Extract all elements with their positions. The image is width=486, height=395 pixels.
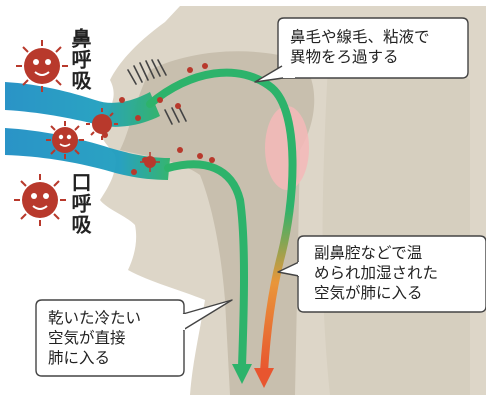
- callout-line: 空気が肺に入る: [314, 284, 423, 302]
- callout-filter-pointer: [254, 65, 291, 83]
- germ-icon: [16, 40, 68, 92]
- germ-icon: [140, 152, 160, 172]
- mouth-breathing-label: 口呼吸: [68, 172, 92, 235]
- sinus-icon: [265, 106, 309, 190]
- callout-humidify-pointer: [277, 261, 300, 277]
- callout-line: められ加湿された: [314, 264, 439, 282]
- skull-shading: [322, 30, 470, 395]
- callout-filter-box: [277, 17, 469, 79]
- nose-stream: [5, 82, 160, 127]
- callout-dry-box: [35, 299, 185, 377]
- nose-breathing-label: 鼻呼吸: [68, 28, 92, 91]
- nose-hair-icon: [127, 59, 187, 125]
- germ-icon: [46, 121, 84, 159]
- callout-humidify-text: 副鼻腔などで温 められ加湿された 空気が肺に入る: [314, 243, 438, 303]
- germ-icon: [86, 108, 118, 140]
- nasal-cavity: [120, 51, 315, 395]
- callout-line: 乾いた冷たい: [48, 309, 142, 327]
- callout-filter-text: 鼻毛や線毛、粘液で 異物をろ過する: [290, 27, 430, 67]
- callout-line: 肺に入る: [48, 349, 111, 367]
- callout-line: 空気が直接: [48, 329, 126, 347]
- callout-line: 鼻毛や線毛、粘液で: [290, 28, 430, 46]
- callout-humidify-box: [297, 235, 486, 313]
- mouth-flow-path: [164, 160, 248, 370]
- callout-dry-pointer: [182, 299, 233, 331]
- callout-line: 異物をろ過する: [290, 48, 399, 66]
- nose-flow-path: [146, 68, 297, 376]
- flow-arrow-icon: [254, 368, 274, 388]
- callout-dry-text: 乾いた冷たい 空気が直接 肺に入る: [48, 308, 141, 368]
- particles: [102, 63, 215, 175]
- callout-line: 副鼻腔などで温: [314, 244, 423, 262]
- flow-arrow-icon: [232, 364, 252, 384]
- germ-icon: [14, 174, 66, 226]
